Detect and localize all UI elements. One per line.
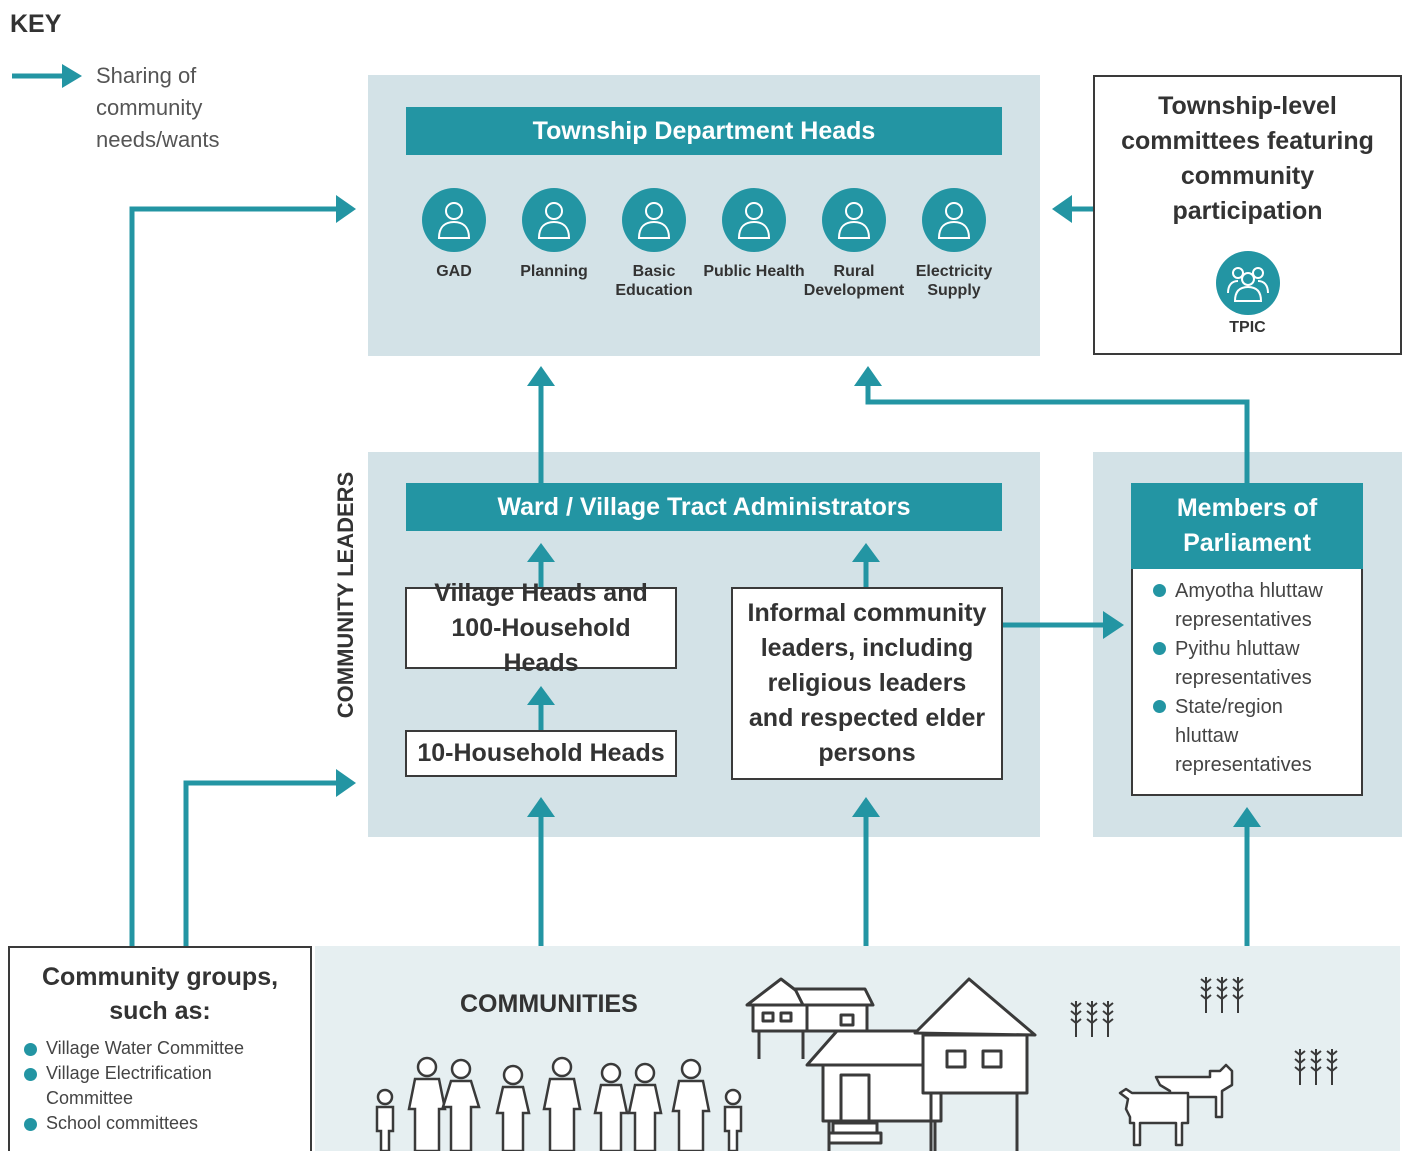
list-item: Village Electrification Committee <box>24 1061 294 1111</box>
tpic-label: TPIC <box>1229 319 1266 336</box>
community-groups-title: Community groups, such as: <box>41 963 279 1025</box>
informal-leaders-box: Informal community leaders, including re… <box>731 587 1003 780</box>
list-item: Pyithu hluttaw representatives <box>1153 635 1351 693</box>
dept-label: Rural Development <box>803 263 905 299</box>
key-title: KEY <box>10 10 62 38</box>
list-item: Amyotha hluttaw representatives <box>1153 577 1351 635</box>
group-icon <box>1216 251 1280 315</box>
person-icon <box>922 188 986 252</box>
people-illustration <box>375 1056 743 1151</box>
communities-label: COMMUNITIES <box>460 990 638 1018</box>
community-leaders-label: COMMUNITY LEADERS <box>333 471 358 719</box>
committees-box: Township-level committees featuring comm… <box>1093 75 1402 355</box>
person-icon <box>722 188 786 252</box>
township-header: Township Department Heads <box>406 107 1002 155</box>
ward-admins-header: Ward / Village Tract Administrators <box>406 483 1002 531</box>
dept-label: Basic Education <box>615 263 693 299</box>
list-item: Village Water Committee <box>24 1036 294 1061</box>
committees-title: Township-level committees featuring comm… <box>1121 92 1374 225</box>
village-heads-box: Village Heads and 100-Household Heads <box>405 579 677 677</box>
dept-label: GAD <box>436 263 472 280</box>
parliament-list: Amyotha hluttaw representatives Pyithu h… <box>1153 577 1351 780</box>
dept-gad: GAD <box>399 188 509 281</box>
person-icon <box>422 188 486 252</box>
dept-label: Electricity Supply <box>915 263 993 299</box>
parliament-list-box: Amyotha hluttaw representatives Pyithu h… <box>1131 569 1363 796</box>
person-icon <box>822 188 886 252</box>
dept-public-health: Public Health <box>699 188 809 281</box>
dept-electricity-supply: Electricity Supply <box>899 188 1009 300</box>
person-icon <box>622 188 686 252</box>
farm-illustration <box>1070 977 1338 1147</box>
community-groups-box: Community groups, such as: Village Water… <box>8 946 312 1151</box>
dept-planning: Planning <box>499 188 609 281</box>
dept-basic-education: Basic Education <box>599 188 709 300</box>
key-arrow-label: Sharing of community needs/wants <box>96 63 220 152</box>
dept-rural-development: Rural Development <box>799 188 909 300</box>
houses-illustration <box>745 977 1037 1151</box>
person-icon <box>522 188 586 252</box>
household-heads-box: 10-Household Heads <box>405 730 677 777</box>
community-groups-list: Village Water Committee Village Electrif… <box>24 1036 294 1136</box>
parliament-header: Members of Parliament <box>1131 483 1363 569</box>
dept-label: Planning <box>520 263 588 280</box>
dept-label: Public Health <box>703 263 805 280</box>
list-item: State/region hluttaw representatives <box>1153 693 1351 780</box>
list-item: School committees <box>24 1111 294 1136</box>
